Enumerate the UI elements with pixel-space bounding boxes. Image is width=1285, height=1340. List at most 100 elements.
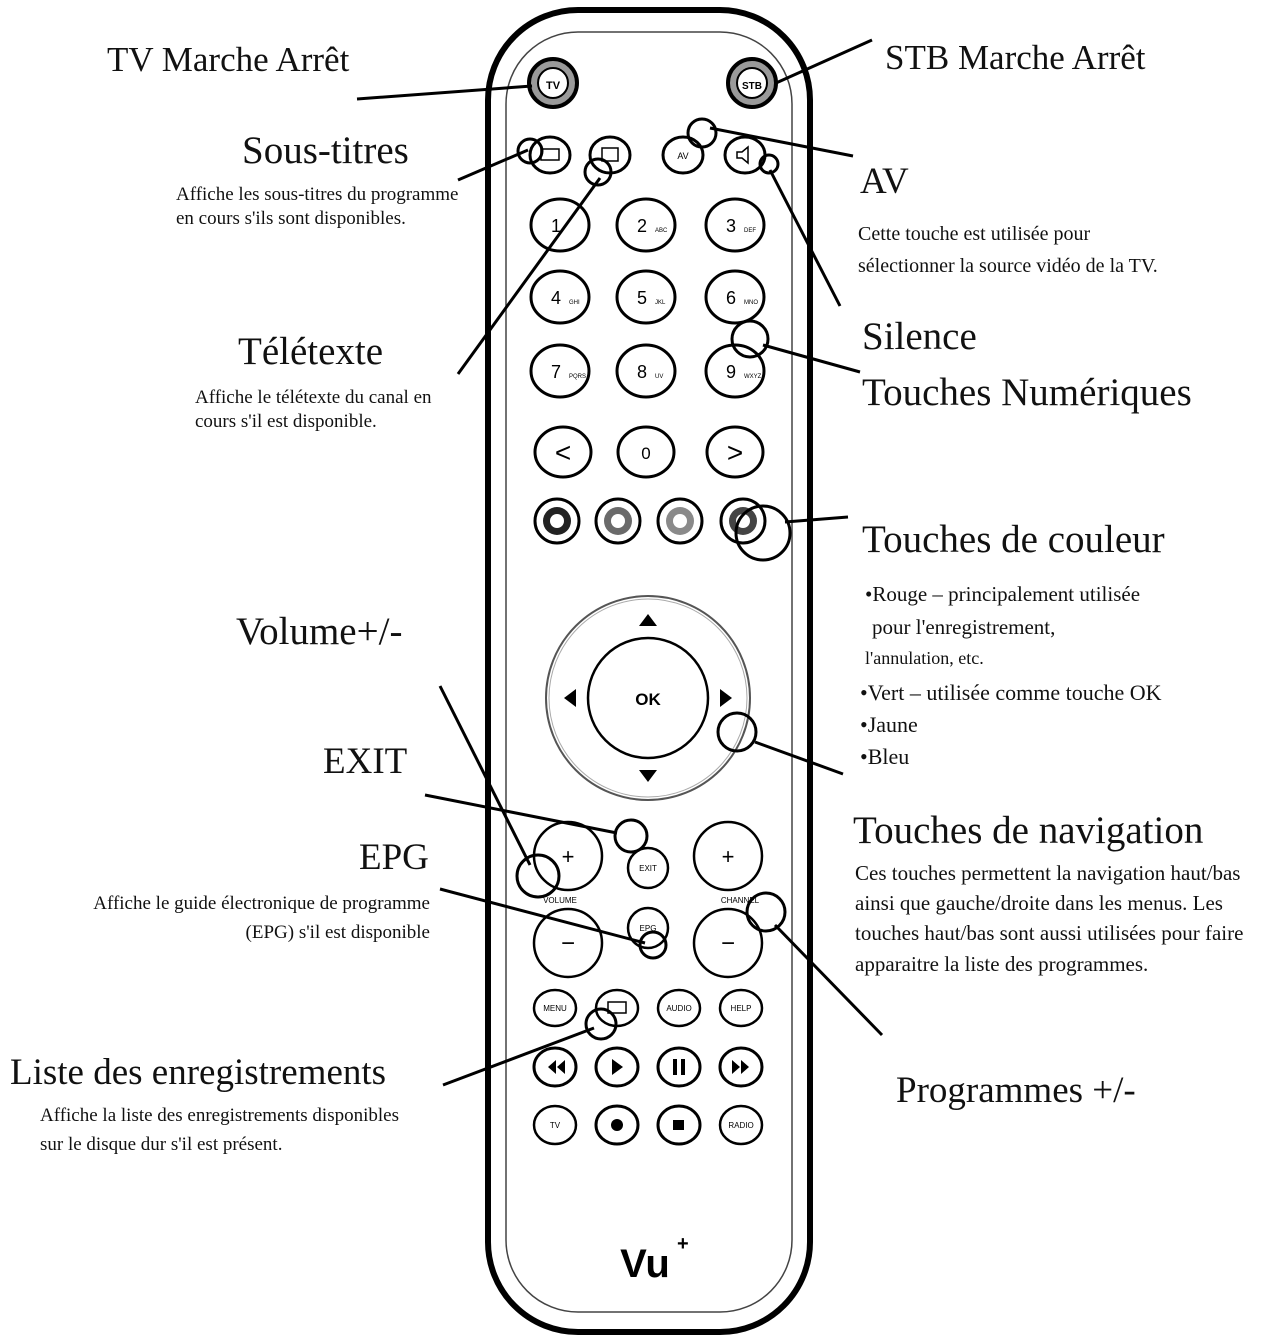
- av-desc-2: sélectionner la source vidéo de la TV.: [858, 255, 1158, 277]
- volume-down-button[interactable]: −: [532, 907, 604, 979]
- stb-power-button[interactable]: STB: [726, 57, 778, 109]
- radio-button-label: RADIO: [728, 1121, 753, 1130]
- ok-button-label: OK: [635, 690, 661, 709]
- exit-button[interactable]: EXIT: [626, 846, 670, 890]
- arrow-left-icon[interactable]: [564, 689, 576, 707]
- digit-3-label: 3: [726, 216, 736, 236]
- audio-button[interactable]: AUDIO: [656, 988, 702, 1028]
- play-button[interactable]: [594, 1046, 640, 1088]
- prev-button-label: <: [555, 437, 571, 468]
- digit-1-label: 1: [551, 216, 561, 236]
- stb-power-label: STB: [742, 81, 762, 92]
- av-title: AV: [860, 161, 909, 202]
- brand-logo: Vu: [620, 1242, 670, 1286]
- color-title: Touches de couleur: [862, 518, 1165, 561]
- av-button-label: AV: [677, 151, 688, 161]
- channel-up-button[interactable]: +: [692, 820, 764, 892]
- teletext-button[interactable]: [588, 135, 632, 175]
- zero-button-label: 0: [641, 444, 650, 463]
- epg-button[interactable]: EPG: [626, 906, 670, 950]
- record-button[interactable]: [594, 1104, 640, 1146]
- digit-4-letters: GHI: [569, 300, 580, 306]
- callout-circles: [515, 117, 792, 1041]
- menu-button[interactable]: MENU: [532, 988, 578, 1028]
- ok-button[interactable]: OK: [586, 636, 710, 760]
- digit-9-letters: WXYZ: [744, 374, 762, 380]
- digit-6-label: 6: [726, 288, 736, 308]
- digit-9-label: 9: [726, 362, 736, 382]
- pause-button[interactable]: [656, 1046, 702, 1088]
- record-icon: [611, 1119, 623, 1131]
- stop-icon: [673, 1120, 684, 1130]
- volume-up-label: +: [562, 844, 575, 869]
- channel-down-label: −: [721, 930, 735, 957]
- epg-button-label: EPG: [640, 924, 657, 933]
- channel-down-button[interactable]: −: [692, 907, 764, 979]
- navigation-desc: Ces touches permettent la navigation hau…: [855, 861, 1244, 976]
- digit-8-letters: UV: [655, 374, 663, 380]
- recordings-title: Liste des enregistrements: [10, 1052, 387, 1093]
- stb-power-label-text: STB Marche Arrêt: [885, 38, 1146, 77]
- programs-title: Programmes +/-: [896, 1070, 1136, 1111]
- volume-title: Volume+/-: [236, 610, 403, 653]
- teletext-desc: Affiche le télétexte du canal en cours s…: [195, 387, 432, 432]
- digit-4-label: 4: [551, 288, 561, 308]
- recordings-button[interactable]: [594, 988, 640, 1028]
- rewind-button[interactable]: [532, 1046, 578, 1088]
- menu-button-label: MENU: [543, 1004, 567, 1013]
- color-item-red-3: l'annulation, etc.: [865, 648, 984, 668]
- audio-button-label: AUDIO: [666, 1004, 691, 1013]
- rewind-icon: [548, 1060, 565, 1074]
- digit-3-letters: DEF: [744, 228, 756, 234]
- color-item-yellow: •Jaune: [860, 712, 918, 737]
- av-desc-1: Cette touche est utilisée pour: [858, 223, 1091, 245]
- help-button[interactable]: HELP: [718, 988, 764, 1028]
- color-item-blue: •Bleu: [860, 744, 910, 769]
- fast-forward-button[interactable]: [718, 1046, 764, 1088]
- tv-power-button[interactable]: TV: [527, 57, 579, 109]
- yellow-button[interactable]: [656, 497, 704, 545]
- red-button[interactable]: [533, 497, 581, 545]
- stop-button[interactable]: [656, 1104, 702, 1146]
- mute-title: Silence: [862, 315, 977, 358]
- epg-desc: Affiche le guide électronique de program…: [93, 893, 430, 943]
- arrow-right-icon[interactable]: [720, 689, 732, 707]
- navigation-title: Touches de navigation: [853, 809, 1204, 852]
- prev-button[interactable]: <: [533, 425, 593, 479]
- av-button[interactable]: AV: [661, 135, 705, 175]
- epg-title: EPG: [359, 837, 429, 878]
- help-button-label: HELP: [731, 1004, 752, 1013]
- arrow-up-icon[interactable]: [639, 614, 657, 626]
- mute-button[interactable]: [723, 135, 767, 175]
- green-button[interactable]: [594, 497, 642, 545]
- subtitles-title: Sous-titres: [242, 129, 409, 172]
- radio-button[interactable]: RADIO: [718, 1104, 764, 1146]
- callout-lines: [356, 38, 884, 1087]
- next-button[interactable]: >: [705, 425, 765, 479]
- zero-button[interactable]: 0: [616, 425, 676, 479]
- channel-caption: CHANNEL: [721, 896, 760, 905]
- remote-inner-outline: [505, 31, 793, 1313]
- color-item-red: •Rouge – principalement utilisée: [865, 582, 1141, 606]
- pause-icon: [673, 1059, 677, 1075]
- tv-mode-button[interactable]: TV: [532, 1104, 578, 1146]
- digit-2-label: 2: [637, 216, 647, 236]
- numeric-title: Touches Numériques: [862, 371, 1192, 414]
- arrow-down-icon[interactable]: [639, 770, 657, 782]
- tv-power-label: TV: [546, 80, 561, 92]
- subtitles-button[interactable]: [528, 135, 572, 175]
- tv-power-label-text: TV Marche Arrêt: [107, 40, 350, 79]
- color-item-green: •Vert – utilisée comme touche OK: [860, 680, 1162, 705]
- subtitles-desc: Affiche les sous-titres du programme en …: [176, 184, 459, 229]
- teletext-title: Télétexte: [238, 330, 384, 373]
